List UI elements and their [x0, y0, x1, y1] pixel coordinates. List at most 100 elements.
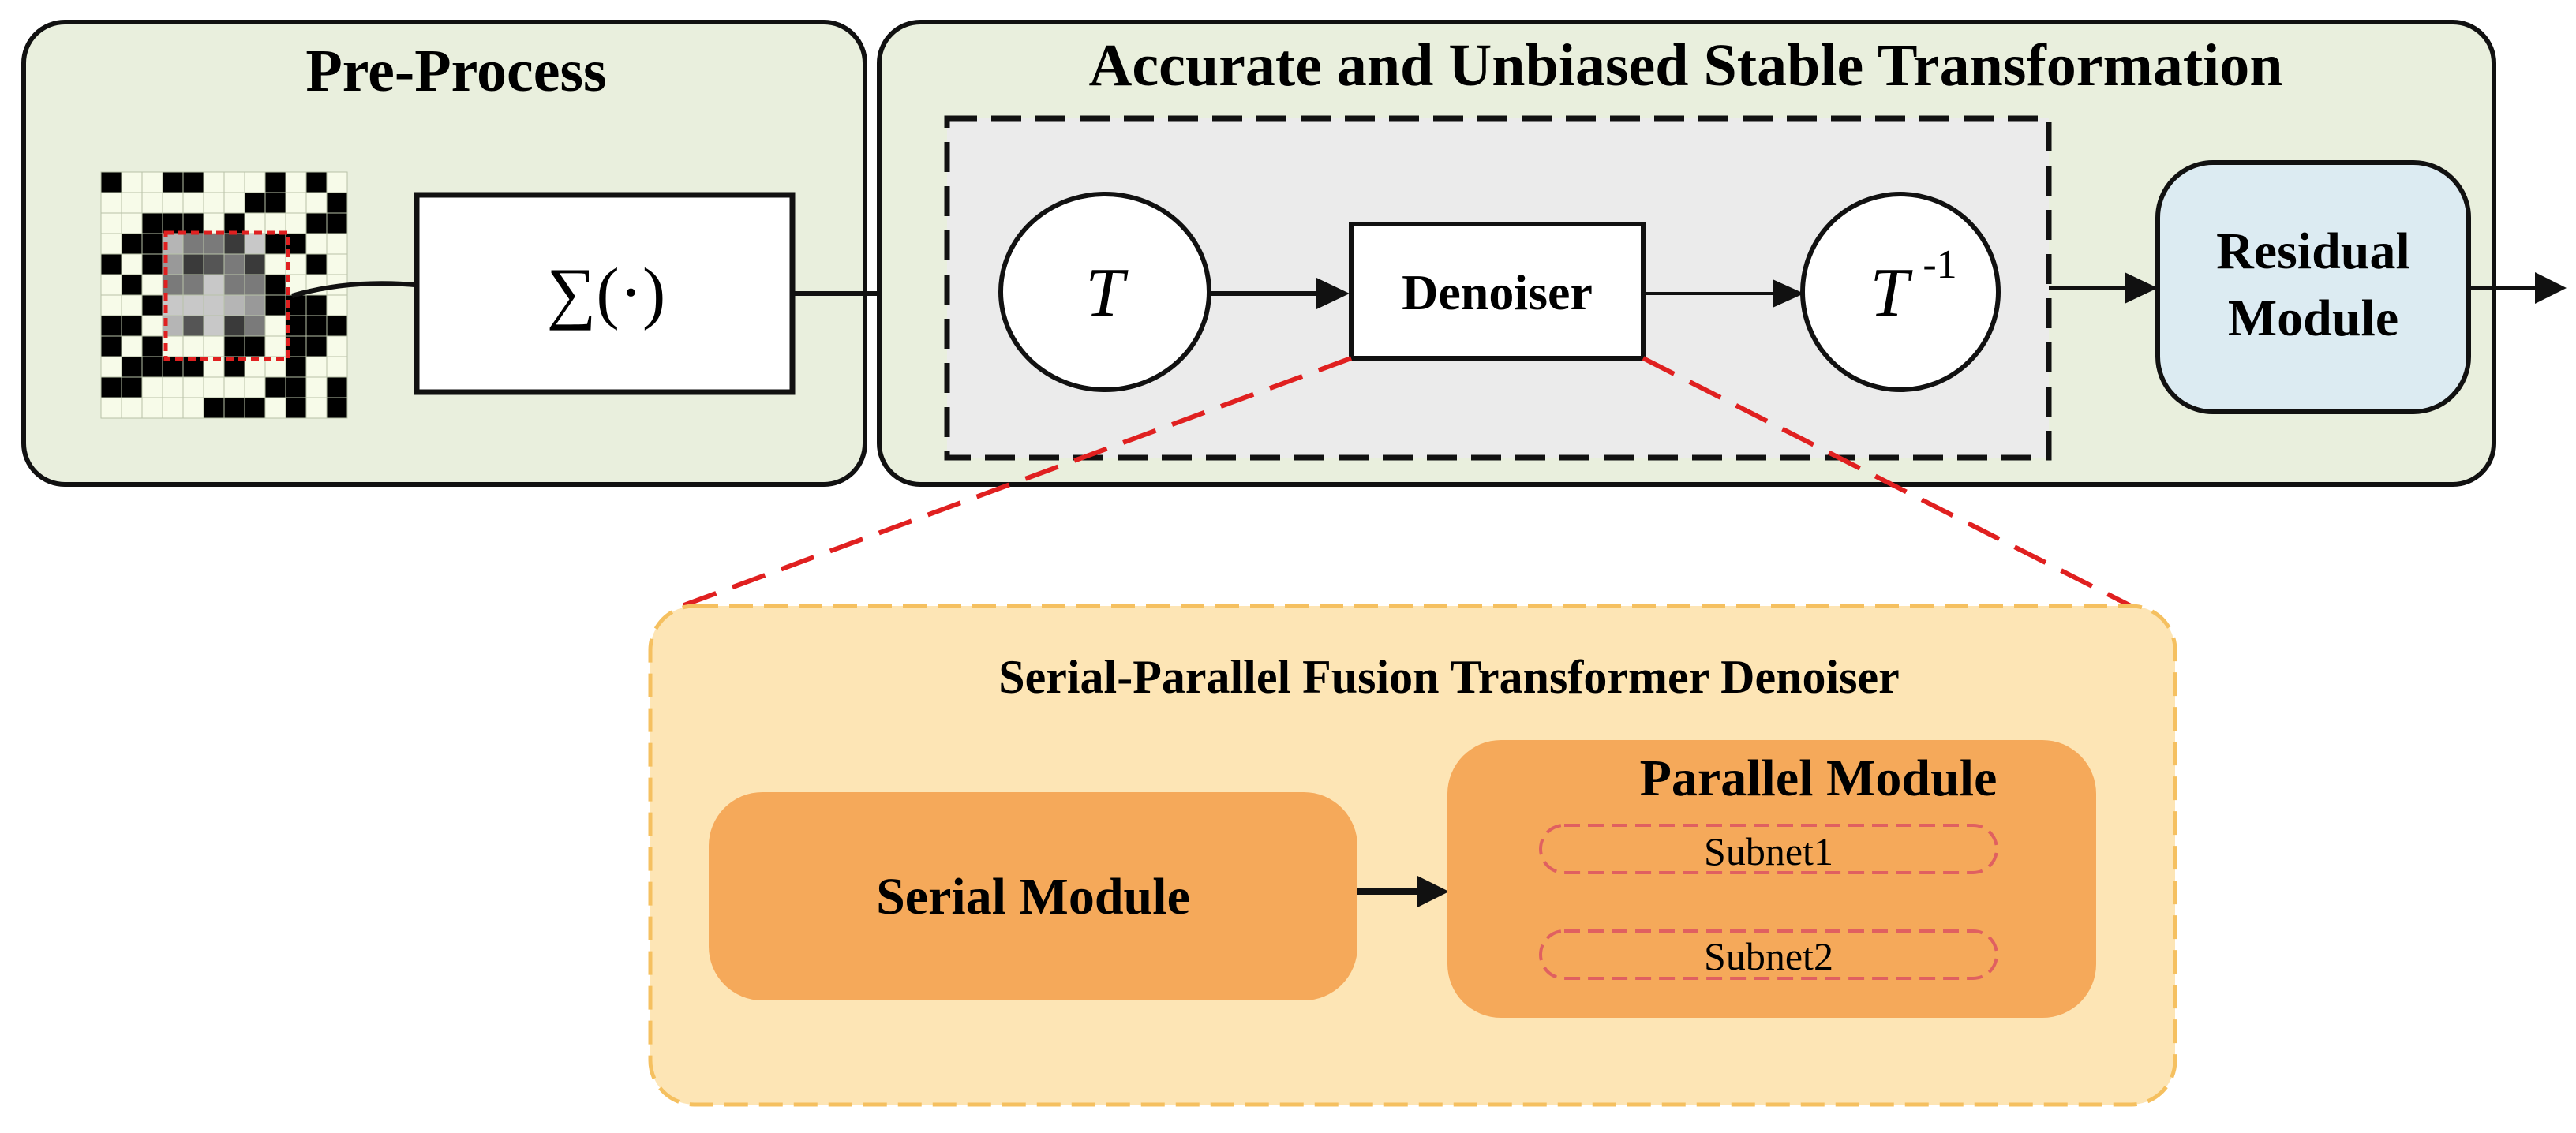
- preprocess-title: Pre-Process: [305, 38, 606, 104]
- checker-cell: [141, 356, 163, 378]
- checker-cell: [100, 376, 122, 398]
- checker-cell: [203, 233, 225, 255]
- checker-cell: [223, 376, 245, 398]
- checker-cell: [141, 233, 163, 255]
- checker-cell: [141, 274, 163, 296]
- checker-cell: [182, 315, 204, 337]
- checker-cell: [326, 233, 348, 255]
- checker-cell: [141, 192, 163, 214]
- checker-cell: [141, 294, 163, 316]
- subnet2-label: Subnet2: [1704, 934, 1833, 978]
- checker-cell: [203, 274, 225, 296]
- checker-cell: [121, 212, 143, 234]
- checker-cell: [100, 253, 122, 275]
- checker-cell: [100, 315, 122, 337]
- sum-symbol: ∑(·): [547, 255, 666, 331]
- checker-cell: [223, 274, 245, 296]
- checker-cell: [203, 171, 225, 193]
- checker-cell: [305, 376, 328, 398]
- checker-cell: [244, 397, 266, 419]
- checker-cell: [100, 171, 122, 193]
- checker-cell: [305, 171, 328, 193]
- checker-cell: [244, 315, 266, 337]
- checker-cell: [326, 356, 348, 378]
- checker-cell: [264, 253, 286, 275]
- checker-cell: [141, 253, 163, 275]
- checker-cell: [223, 192, 245, 214]
- checker-cell: [182, 397, 204, 419]
- checker-cell: [182, 274, 204, 296]
- checker-cell: [264, 315, 286, 337]
- checker-cell: [141, 376, 163, 398]
- checker-cell: [203, 294, 225, 316]
- serial-module-box: [709, 792, 1357, 1000]
- checker-cell: [162, 376, 184, 398]
- checker-cell: [223, 233, 245, 255]
- checker-cell: [182, 253, 204, 275]
- checker-cell: [285, 376, 307, 398]
- t-label: T: [1086, 255, 1129, 331]
- checker-cell: [264, 171, 286, 193]
- checker-cell: [100, 397, 122, 419]
- checker-cell: [203, 315, 225, 337]
- checker-cell: [305, 315, 328, 337]
- checker-cell: [182, 212, 204, 234]
- sum-box: [414, 192, 796, 395]
- checker-cell: [244, 192, 266, 214]
- denoiser-box: [1349, 222, 1646, 361]
- t-inverse-base: T: [1870, 255, 1914, 331]
- checker-cell: [203, 192, 225, 214]
- checker-cell: [203, 212, 225, 234]
- t-inverse-label: T: [1870, 255, 1914, 331]
- checker-cell: [182, 233, 204, 255]
- checker-cell: [100, 233, 122, 255]
- checker-cell: [305, 397, 328, 419]
- residual-label-line2: Module: [2228, 290, 2398, 347]
- checker-cell: [326, 171, 348, 193]
- checker-cell: [121, 233, 143, 255]
- checker-cell: [264, 274, 286, 296]
- checker-cell: [100, 274, 122, 296]
- checker-cell: [223, 335, 245, 357]
- arrow-denoiser-to-tinv-head: [1773, 279, 1804, 308]
- checker-cell: [121, 356, 143, 378]
- checker-cell: [121, 294, 143, 316]
- checker-cell: [244, 212, 266, 234]
- checker-cell: [182, 192, 204, 214]
- checker-cell: [305, 233, 328, 255]
- checker-cell: [305, 335, 328, 357]
- checkerboard-image: [100, 171, 348, 419]
- transform-title: Accurate and Unbiased Stable Transformat…: [1088, 32, 2282, 99]
- checker-cell: [326, 212, 348, 234]
- checker-cell: [162, 397, 184, 419]
- residual-label-line1: Residual: [2216, 222, 2410, 280]
- checker-cell: [223, 315, 245, 337]
- callout-line-left: [680, 356, 1353, 608]
- checker-cell: [264, 212, 286, 234]
- parallel-module-box: [1447, 740, 2096, 1018]
- checker-cell: [141, 315, 163, 337]
- checker-cell: [285, 397, 307, 419]
- checker-cell: [264, 335, 286, 357]
- checker-cell: [264, 294, 286, 316]
- checker-cell: [264, 397, 286, 419]
- checker-cell: [264, 233, 286, 255]
- arrow-serial-to-parallel-head: [1417, 876, 1449, 907]
- checker-cell: [264, 376, 286, 398]
- checker-cell: [121, 335, 143, 357]
- denoiser-label: Denoiser: [1402, 264, 1593, 320]
- checker-cell: [182, 335, 204, 357]
- checker-cell: [203, 335, 225, 357]
- checker-cell: [100, 356, 122, 378]
- checker-cell: [223, 253, 245, 275]
- checker-cell: [244, 253, 266, 275]
- arrow-tinv-to-residual-head: [2125, 272, 2158, 304]
- checker-cell: [244, 171, 266, 193]
- checker-cell: [223, 212, 245, 234]
- checker-cell: [121, 397, 143, 419]
- checker-cell: [326, 315, 348, 337]
- checker-cell: [162, 192, 184, 214]
- checker-cell: [244, 274, 266, 296]
- checker-cell: [141, 171, 163, 193]
